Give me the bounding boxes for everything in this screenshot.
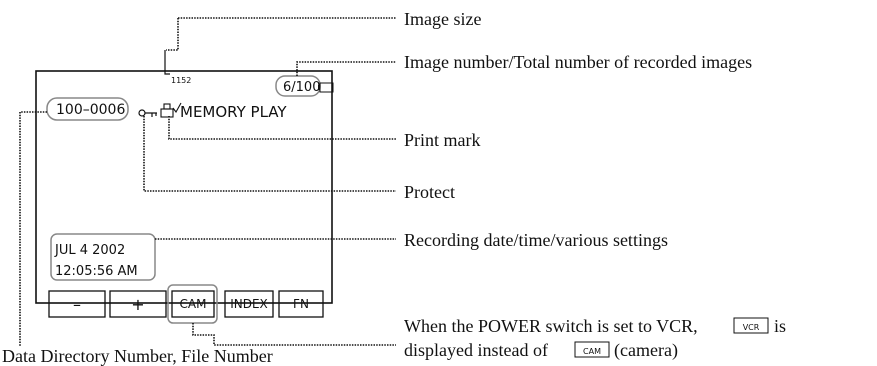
callout-power-note-line2a: displayed instead of: [404, 340, 548, 360]
file-number: 100–0006: [56, 102, 125, 118]
callout-protect: Protect: [404, 182, 455, 202]
callout-power-note-line1b: is: [774, 316, 786, 336]
callout-image-size: Image size: [404, 9, 481, 29]
fn-button[interactable]: [278, 290, 324, 318]
callout-power-note-line2b: (camera): [614, 340, 678, 361]
index-button-label: INDEX: [230, 297, 268, 311]
image-counter: 6/100: [283, 80, 320, 95]
vcr-key-label: VCR: [743, 323, 760, 332]
cam-button-label: CAM: [180, 297, 207, 311]
fn-button-label: FN: [293, 297, 309, 311]
mode-label: MEMORY PLAY: [180, 103, 287, 121]
print-mark-icon: [160, 102, 182, 118]
image-size-bracket: [164, 50, 170, 75]
vcr-key-box: [733, 317, 769, 334]
recording-date: JUL 4 2002: [54, 243, 125, 258]
image-size-value: 1152: [171, 76, 191, 85]
battery-icon: [318, 82, 334, 93]
plus-button[interactable]: [109, 290, 167, 318]
power-note-leader: [192, 323, 396, 346]
lcd-screen-frame: [35, 70, 333, 304]
callout-data-directory: Data Directory Number, File Number: [2, 346, 273, 366]
cam-key-label: CAM: [583, 347, 601, 356]
protect-leader: [143, 116, 396, 192]
file-number-highlight: [46, 97, 129, 121]
minus-button[interactable]: [48, 290, 106, 318]
image-size-leader: [166, 17, 396, 51]
image-number-leader: [296, 61, 396, 76]
minus-button-label: –: [73, 295, 81, 314]
cam-button[interactable]: [171, 290, 215, 318]
callout-power-note-line1a: When the POWER switch is set to VCR,: [404, 316, 698, 336]
callout-image-number: Image number/Total number of recorded im…: [404, 52, 752, 72]
callout-recording-date: Recording date/time/various settings: [404, 230, 668, 250]
print-mark-leader: [168, 116, 396, 140]
plus-button-label: +: [131, 295, 144, 314]
date-time-highlight: [50, 233, 156, 281]
button-bar: – + CAM INDEX FN: [48, 284, 324, 324]
cam-key-box: [574, 341, 610, 358]
data-directory-leader: [19, 111, 47, 346]
key-icon: [138, 109, 157, 117]
leader-lines: [19, 17, 396, 346]
callout-print-mark: Print mark: [404, 130, 481, 150]
index-button[interactable]: [224, 290, 274, 318]
recording-time: 12:05:56 AM: [55, 264, 138, 279]
